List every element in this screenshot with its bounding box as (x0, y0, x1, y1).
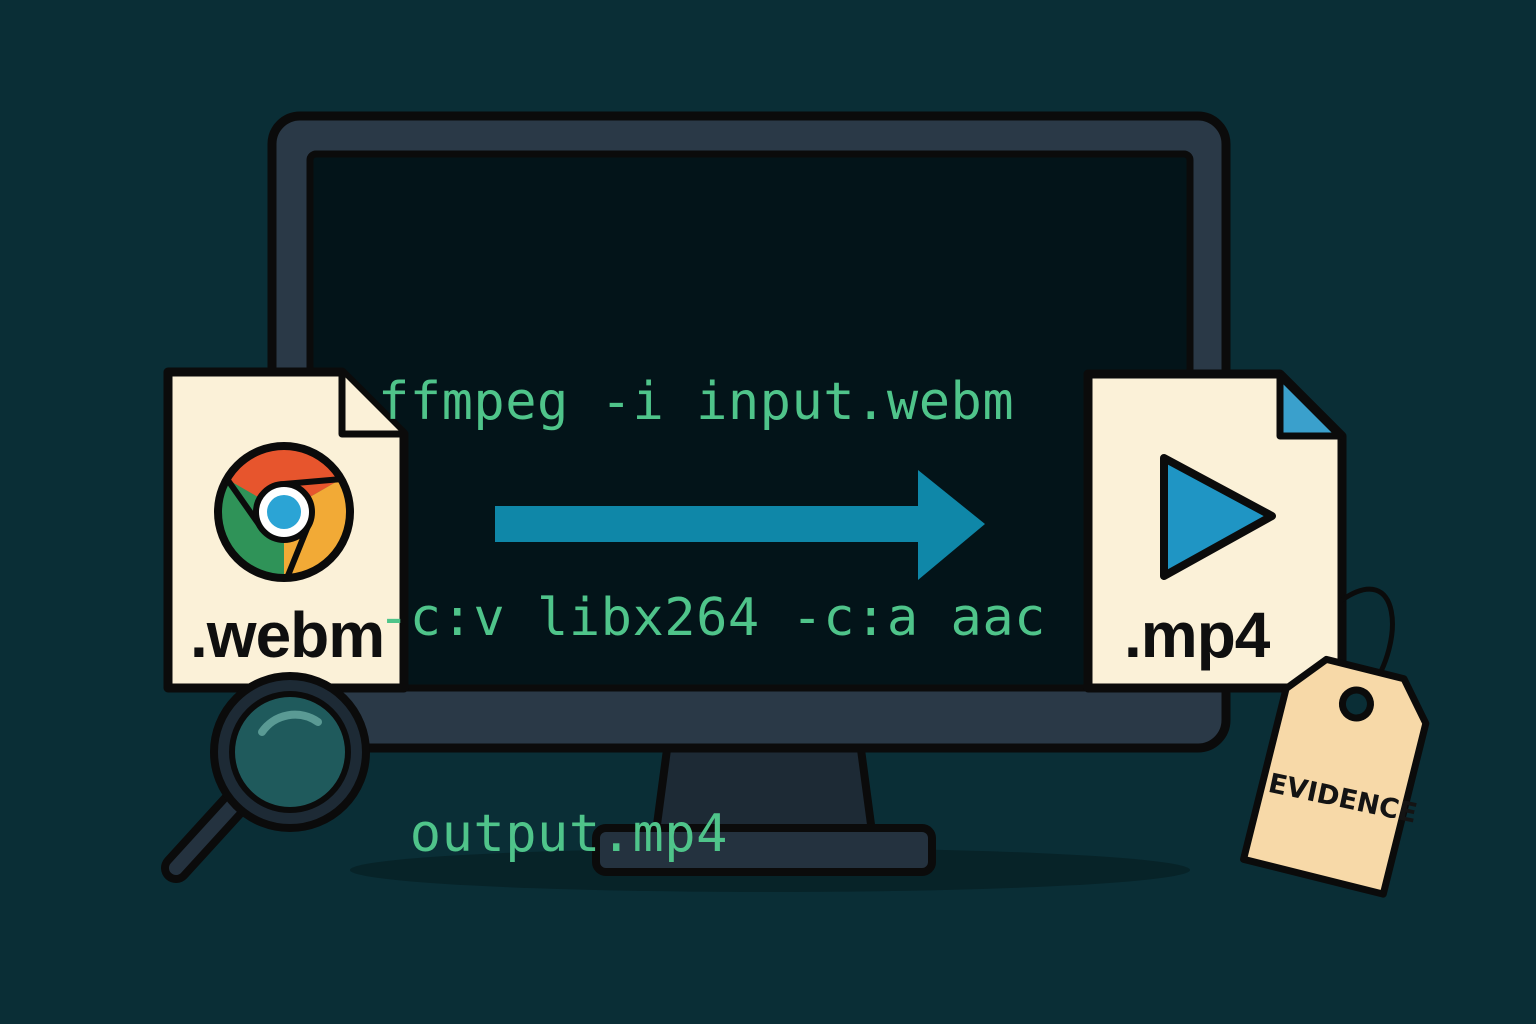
terminal-line-1: ffmpeg -i input.webm (378, 372, 1015, 432)
arrow-right-icon (495, 470, 985, 580)
source-file-extension: .webm (190, 599, 385, 671)
terminal-line-3: output.mp4 (378, 804, 728, 864)
play-icon (1160, 454, 1276, 580)
chrome-logo-icon (214, 442, 354, 582)
monitor-stand (592, 738, 936, 876)
terminal-command: ffmpeg -i input.webm -c:v libx264 -c:a a… (378, 222, 1046, 942)
target-file-extension: .mp4 (1124, 599, 1270, 671)
terminal-line-2: -c:v libx264 -c:a aac (378, 588, 1046, 648)
evidence-tag (1240, 655, 1430, 898)
magnifying-glass-icon (161, 672, 370, 883)
